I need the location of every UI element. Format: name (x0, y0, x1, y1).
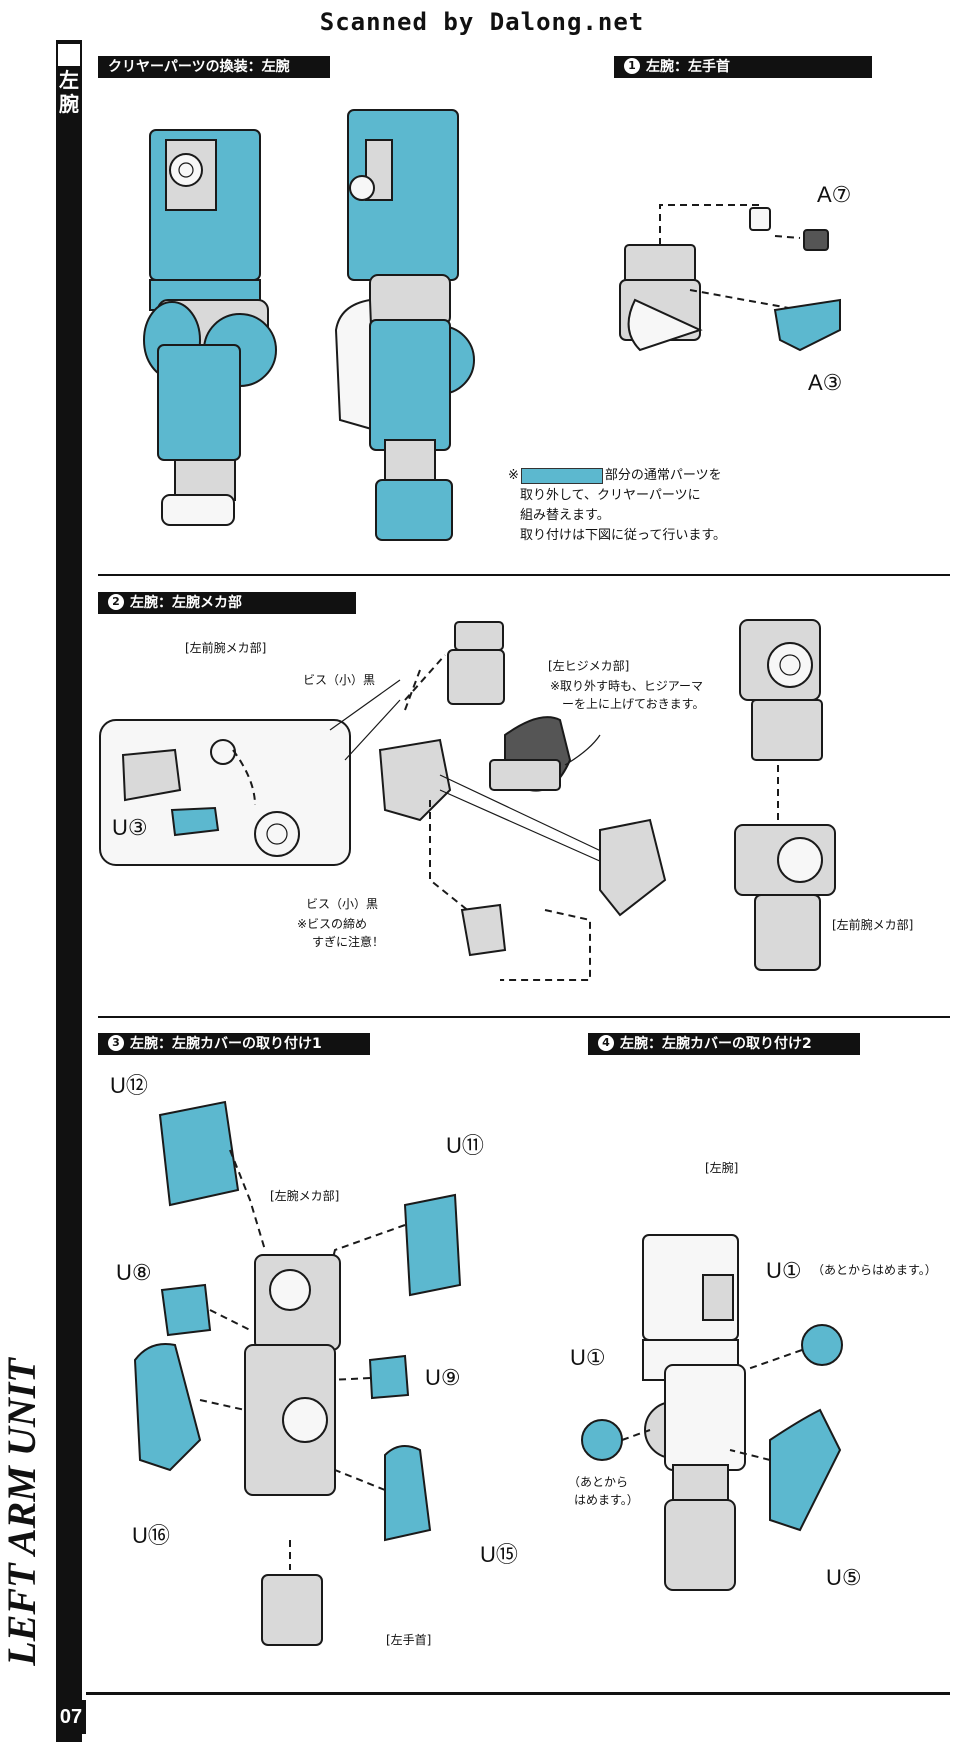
label-u1-left-note-1: （あとから (568, 1475, 629, 1489)
label-u11: U⑪ (446, 1133, 484, 1158)
label-arm: [左腕] (705, 1161, 739, 1175)
label-u1-right: U① (766, 1258, 802, 1283)
divider-1 (98, 574, 950, 576)
step-3-title: 左腕：左腕カバーの取り付け1 (130, 1036, 322, 1052)
label-a7: A⑦ (817, 182, 852, 207)
label-u1-right-note: （あとからはめます。） (812, 1263, 937, 1277)
header-step-4: 4 左腕：左腕カバーの取り付け2 (588, 1033, 860, 1055)
clear-part-swatch (520, 467, 603, 484)
note-mark: ※ (508, 468, 519, 483)
header-step-3: 3 左腕：左腕カバーの取り付け1 (98, 1033, 370, 1055)
step-4-title: 左腕：左腕カバーの取り付け2 (620, 1036, 812, 1052)
label-u1-left: U① (570, 1345, 606, 1370)
label-forearm-meca: [左前腕メカ部] (185, 641, 267, 655)
step-1-number: 1 (624, 58, 640, 74)
label-elbow-note-1: ※取り外す時も、ヒジアーマ (550, 679, 703, 693)
label-u9: U⑨ (425, 1365, 461, 1390)
page-number: 07 (56, 1700, 86, 1734)
label-u8: U⑧ (116, 1260, 152, 1285)
step-2-number: 2 (108, 594, 124, 610)
step1-wrist-diagram (619, 204, 841, 352)
sidebar-bar (56, 40, 82, 1742)
scan-banner: Scanned by Dalong.net (319, 8, 645, 36)
label-meca-section: [左腕メカ部] (270, 1189, 340, 1203)
header-clear-title: クリヤーパーツの換装：左腕 (108, 59, 290, 75)
step-2-title: 左腕：左腕メカ部 (130, 595, 242, 611)
bottom-rule (86, 1692, 950, 1695)
label-u3: U③ (112, 815, 148, 840)
label-elbow-meca: [左ヒジメカ部] (548, 659, 630, 673)
label-screw-2: ビス（小）黒 (306, 897, 379, 911)
note-line-3: 組み替えます。 (520, 508, 610, 523)
divider-2 (98, 1016, 950, 1018)
clear-arm-front (143, 129, 277, 526)
label-u16: U⑯ (132, 1523, 170, 1548)
label-u1-left-note-2: はめます。） (574, 1493, 639, 1507)
label-elbow-note-2: ーを上に上げておきます。 (562, 697, 705, 711)
sidebar-kanji: 左 腕 (59, 68, 79, 116)
header-clear-parts: クリヤーパーツの換装：左腕 (98, 56, 330, 78)
sidebar-marker (58, 44, 80, 66)
step-4-number: 4 (598, 1035, 614, 1051)
label-u12: U⑫ (110, 1073, 148, 1098)
step4-cover-diagram (581, 1234, 843, 1591)
note-line-2: 取り外して、クリヤーパーツに (520, 488, 701, 503)
label-caution-2: すぎに注意！ (312, 935, 385, 949)
label-u5: U⑤ (826, 1565, 862, 1590)
step-3-number: 3 (108, 1035, 124, 1051)
label-forearm-meca-2: [左前腕メカ部] (832, 918, 914, 932)
label-caution-1: ※ビスの締め (297, 917, 368, 931)
note-line-4: 取り付けは下図に従って行います。 (520, 528, 727, 543)
header-step-1: 1 左腕：左手首 (614, 56, 872, 78)
note-line-1: 部分の通常パーツを (604, 468, 722, 483)
label-a3: A③ (808, 370, 843, 395)
label-u15: U⑮ (480, 1542, 518, 1567)
clear-parts-note: ※ 部分の通常パーツを 取り外して、クリヤーパーツに 組み替えます。 取り付けは下… (508, 466, 726, 546)
clear-arm-side (334, 109, 475, 541)
header-step-2: 2 左腕：左腕メカ部 (98, 592, 356, 614)
step3-cover-diagram (133, 1100, 462, 1646)
label-wrist: [左手首] (386, 1633, 432, 1647)
step2-mechanism-diagram (99, 619, 836, 981)
label-screw-1: ビス（小）黒 (303, 673, 376, 687)
step-1-title: 左腕：左手首 (646, 59, 730, 75)
